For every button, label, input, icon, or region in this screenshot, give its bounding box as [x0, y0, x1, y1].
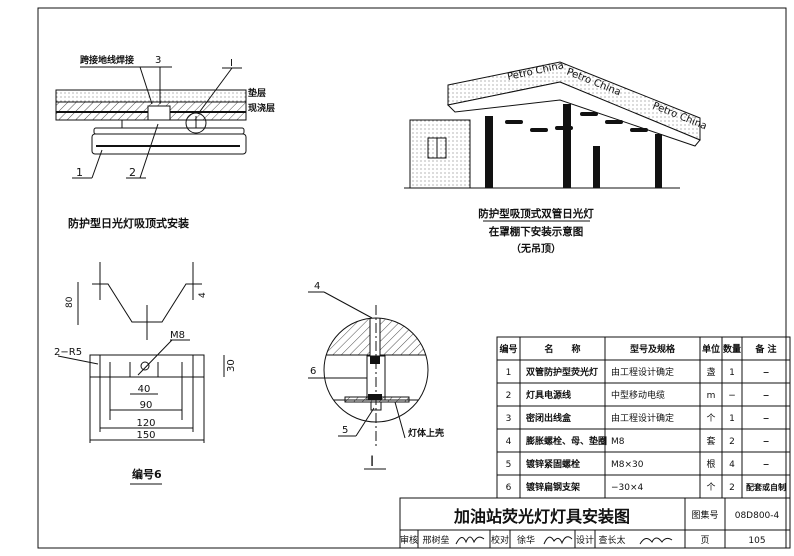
table-cell: 由工程设计确定 — [611, 412, 674, 424]
cushion-layer-label: 垫层 — [248, 87, 266, 99]
callout-3: 3 — [155, 55, 161, 66]
table-cell: 根 — [706, 458, 715, 470]
sheet-frame — [37, 7, 787, 549]
dim-90: 90 — [140, 400, 153, 411]
caption-canopy-line2: 在罩棚下安装示意图 — [489, 225, 584, 238]
table-cell: 2 — [729, 437, 735, 447]
detail-callout-4: 4 — [314, 281, 320, 292]
table-cell: 2 — [729, 483, 735, 493]
page-number: 105 — [748, 536, 765, 546]
reviewer-name: 邢树垒 — [422, 534, 449, 546]
dim-30: 30 — [226, 359, 237, 372]
table-cell: − — [763, 391, 770, 400]
caption-canopy-line1: 防护型吸顶式双管日光灯 — [478, 207, 594, 220]
table-header-cell: 型号及规格 — [630, 343, 676, 355]
table-cell: 套 — [706, 435, 715, 447]
r5-label: 2−R5 — [54, 347, 82, 358]
table-header-cell: 备 注 — [754, 343, 776, 355]
table-header-cell: 名 称 — [544, 343, 580, 355]
table-cell: 镀锌扁钢支架 — [526, 481, 580, 493]
table-cell: 个 — [706, 413, 715, 424]
table-cell: 双管防护型荧光灯 — [526, 366, 598, 378]
m8-label: M8 — [170, 330, 185, 341]
callout-i: I — [230, 58, 233, 69]
table-cell: 个 — [706, 482, 715, 493]
caption-canopy-line3: （无吊顶） — [511, 242, 561, 255]
table-cell: 1 — [729, 368, 735, 378]
table-cell: 4 — [506, 437, 512, 447]
design-label: 设计 — [576, 534, 594, 546]
caption-ceiling-mount: 防护型日光灯吸顶式安装 — [68, 216, 189, 230]
dim-150: 150 — [136, 430, 155, 441]
dim-80: 80 — [65, 296, 75, 308]
table-cell: 膨胀螺栓、母、垫圈 — [525, 435, 607, 447]
table-header-cell: 单位 — [702, 343, 720, 355]
bracket-drawing: 80 4 2−R5 M8 30 40 90 120 150 编号6 — [54, 262, 237, 485]
table-cell: 5 — [506, 460, 512, 470]
caption-bracket: 编号6 — [132, 467, 162, 481]
table-header-cell: 编号 — [499, 343, 517, 355]
table-cell: 4 — [729, 460, 735, 470]
callout-1: 1 — [76, 166, 83, 179]
table-cell: 1 — [729, 414, 735, 424]
table-cell: 密闭出线盒 — [525, 412, 572, 424]
table-cell: 灯具电源线 — [526, 389, 571, 401]
table-cell: − — [763, 437, 770, 446]
atlas-label: 图集号 — [691, 509, 718, 521]
dim-120: 120 — [136, 418, 155, 429]
dim-40: 40 — [138, 384, 151, 395]
designer-signature — [639, 537, 673, 545]
detail-i-drawing: 4 6 5 灯体上壳 I — [308, 281, 444, 470]
reviewer-signature — [455, 536, 485, 545]
table-cell: 配套或自制 — [746, 482, 786, 492]
table-cell: 中型移动电缆 — [611, 389, 665, 401]
check-label: 校对 — [491, 534, 509, 546]
canopy-illustration: Petro China Petro China Petro China 防护型吸… — [404, 60, 708, 255]
detail-caption: I — [370, 454, 374, 470]
title-block: 加油站荧光灯灯具安装图 图集号 08D800-4 审核 邢树垒 校对 徐华 设计… — [399, 497, 791, 549]
table-cell: 1 — [506, 368, 512, 378]
designer-name: 查长太 — [598, 534, 625, 546]
detail-callout-5: 5 — [342, 425, 348, 436]
table-cell: − — [763, 460, 770, 469]
cast-layer-label: 现浇层 — [248, 102, 275, 114]
table-cell: 2 — [506, 391, 512, 401]
table-cell: − — [763, 368, 770, 377]
table-cell: 镀锌紧固螺栓 — [526, 458, 580, 470]
weld-label: 跨接地线焊接 — [80, 54, 134, 66]
page-label: 页 — [700, 535, 709, 546]
table-cell: 6 — [506, 483, 512, 493]
checker-signature — [543, 536, 573, 545]
table-cell: 3 — [506, 414, 512, 424]
table-cell: M8×30 — [611, 460, 644, 470]
table-cell: − — [763, 414, 770, 423]
table-cell: − — [728, 391, 736, 401]
table-cell: m — [707, 391, 716, 401]
callout-2: 2 — [129, 166, 136, 179]
detail-callout-6: 6 — [310, 366, 316, 377]
table-cell: 由工程设计确定 — [611, 366, 674, 378]
table-cell: −30×4 — [611, 483, 644, 493]
table-header-cell: 数量 — [723, 343, 741, 355]
checker-name: 徐华 — [517, 534, 535, 546]
table-cell: 盏 — [706, 366, 715, 378]
dim-4: 4 — [198, 292, 208, 298]
ceiling-mount-drawing: 跨接地线焊接 3 I 垫层 现浇层 1 2 防护型日光灯吸顶式安装 — [55, 54, 275, 230]
atlas-number: 08D800-4 — [735, 511, 780, 521]
lamp-shell-label: 灯体上壳 — [408, 427, 444, 439]
drawing-title: 加油站荧光灯灯具安装图 — [453, 507, 630, 526]
review-label: 审核 — [400, 534, 418, 546]
table-cell: M8 — [611, 437, 625, 447]
